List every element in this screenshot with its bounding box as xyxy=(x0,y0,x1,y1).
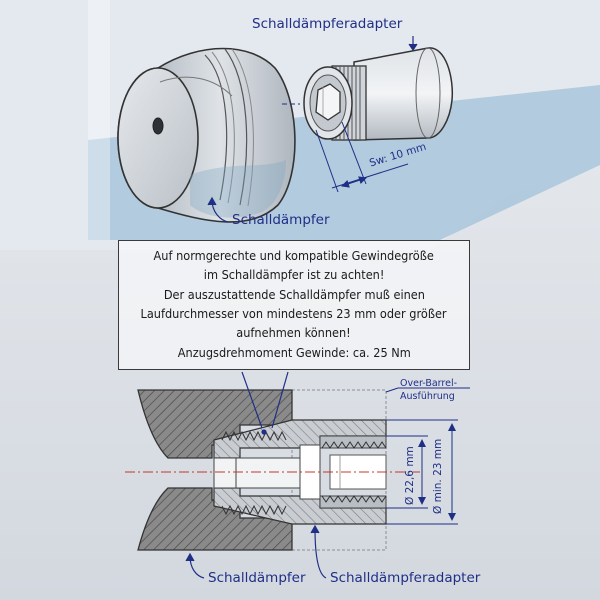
damper-top-label: Schalldämpfer xyxy=(232,212,330,228)
silencer-section-top xyxy=(137,389,293,459)
outer-thread xyxy=(221,430,287,516)
damper-bottom-label: Schalldämpfer xyxy=(208,570,306,586)
note-line: Laufdurchmesser von mindestens 23 mm ode… xyxy=(140,307,448,321)
adapter-top-leader xyxy=(408,36,418,52)
note-line: Anzugsdrehmoment Gewinde: ca. 25 Nm xyxy=(177,345,411,360)
section-view xyxy=(125,371,420,551)
silencer-section-bottom xyxy=(137,487,293,551)
outer-diameter-label: Ø min. 23 mm xyxy=(432,438,444,514)
note-line: aufnehmen können! xyxy=(236,326,352,341)
note-line: Der auszustattende Schalldämpfer muß ein… xyxy=(163,287,425,302)
frame-strip xyxy=(88,0,110,240)
inner-diameter-dimension xyxy=(386,435,428,509)
hex-socket-icon xyxy=(315,83,341,121)
over-barrel-label-line1: Over-Barrel- xyxy=(400,378,458,389)
damper-top-leader xyxy=(207,196,229,223)
outer-diameter-dimension xyxy=(386,419,458,525)
note-line: Auf normgerechte und kompatible Gewindeg… xyxy=(153,248,435,263)
adapter-bottom-label: Schalldämpferadapter xyxy=(330,570,481,586)
over-barrel-leader xyxy=(385,387,470,393)
adapter-top-label: Schalldämpferadapter xyxy=(252,16,403,32)
wrench-size-dimension xyxy=(315,121,409,193)
silencer-3d xyxy=(117,47,296,223)
thread-teeth xyxy=(319,435,387,509)
inner-diameter-label: Ø 22,6 mm xyxy=(404,446,416,505)
over-barrel-label-line2: Ausführung xyxy=(400,391,455,402)
note-box: Auf normgerechte und kompatible Gewindeg… xyxy=(118,240,470,370)
bottom-leaders xyxy=(185,524,327,579)
note-line: im Schalldämpfer ist zu achten! xyxy=(203,268,385,283)
